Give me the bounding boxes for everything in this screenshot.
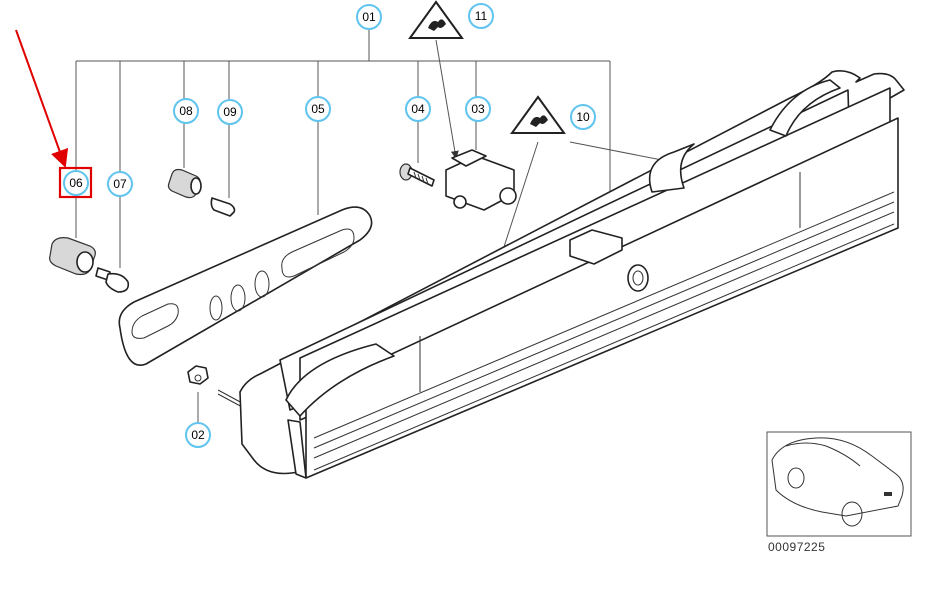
callout-05[interactable]: 05 <box>305 96 331 122</box>
callout-02[interactable]: 02 <box>185 422 211 448</box>
callout-01[interactable]: 01 <box>356 4 382 30</box>
small-socket-part[interactable] <box>167 168 202 199</box>
warning-triangle-icon <box>408 0 464 39</box>
warning-triangle-icon <box>510 95 566 134</box>
diagram-code: 00097225 <box>768 540 826 554</box>
callout-06[interactable]: 06 <box>58 166 93 199</box>
screw-part[interactable] <box>399 163 435 187</box>
wedge-bulb-part[interactable] <box>210 197 236 217</box>
svg-text:11: 11 <box>475 9 488 23</box>
car-thumbnail-icon <box>766 431 912 537</box>
svg-text:07: 07 <box>113 177 127 191</box>
callout-10[interactable]: 10 <box>570 104 596 130</box>
callout-11[interactable]: 11 <box>468 3 494 29</box>
socket-part[interactable] <box>49 237 96 276</box>
connector-part[interactable] <box>445 149 517 211</box>
callout-04[interactable]: 04 <box>405 96 431 122</box>
svg-text:06: 06 <box>69 176 83 190</box>
svg-text:05: 05 <box>311 102 325 116</box>
svg-text:03: 03 <box>471 102 485 116</box>
svg-text:09: 09 <box>223 105 237 119</box>
gasket-part[interactable] <box>118 206 373 366</box>
arrow-pointer-icon <box>15 29 69 168</box>
nut-part[interactable] <box>187 365 245 409</box>
svg-text:02: 02 <box>191 428 205 442</box>
svg-text:01: 01 <box>362 10 376 24</box>
highlight-box <box>58 166 93 199</box>
callout-09[interactable]: 09 <box>217 99 243 125</box>
svg-text:10: 10 <box>576 110 590 124</box>
callout-03[interactable]: 03 <box>465 96 491 122</box>
bulb-part[interactable] <box>95 267 130 293</box>
lamp-housing[interactable] <box>239 70 905 479</box>
callout-08[interactable]: 08 <box>173 98 199 124</box>
leader-lines <box>75 39 673 422</box>
svg-text:08: 08 <box>179 104 193 118</box>
callout-07[interactable]: 07 <box>107 171 133 197</box>
svg-text:04: 04 <box>411 102 425 116</box>
